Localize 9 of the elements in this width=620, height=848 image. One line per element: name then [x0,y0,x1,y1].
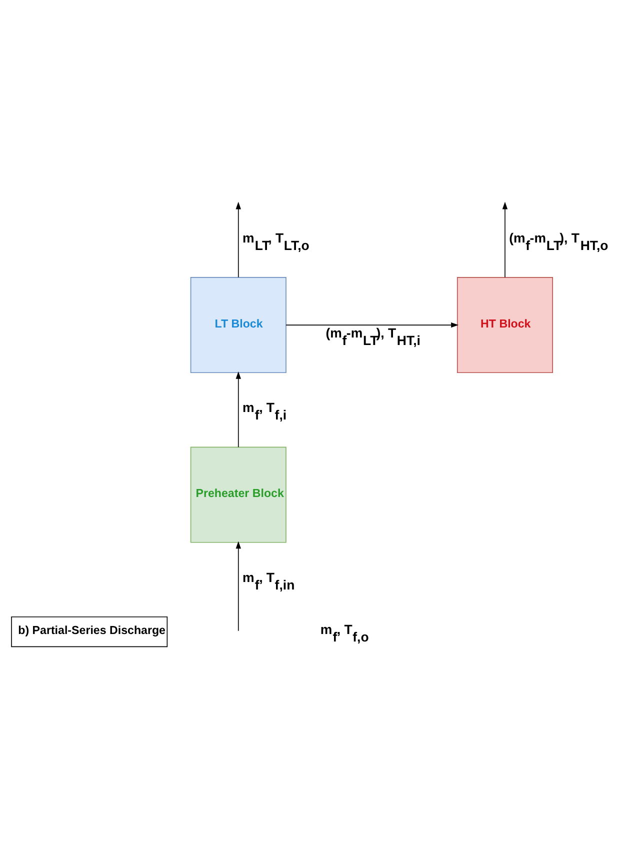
node-box: LT Block [190,276,286,373]
node-box: HT Block [456,276,553,373]
arrow [286,322,459,328]
diagram-title: b) Partial-Series Discharge [18,624,166,637]
arrow [236,540,241,631]
arrow [502,201,508,278]
arrow [236,370,241,448]
node-box: Preheater Block [190,446,286,542]
arrow [236,201,241,278]
